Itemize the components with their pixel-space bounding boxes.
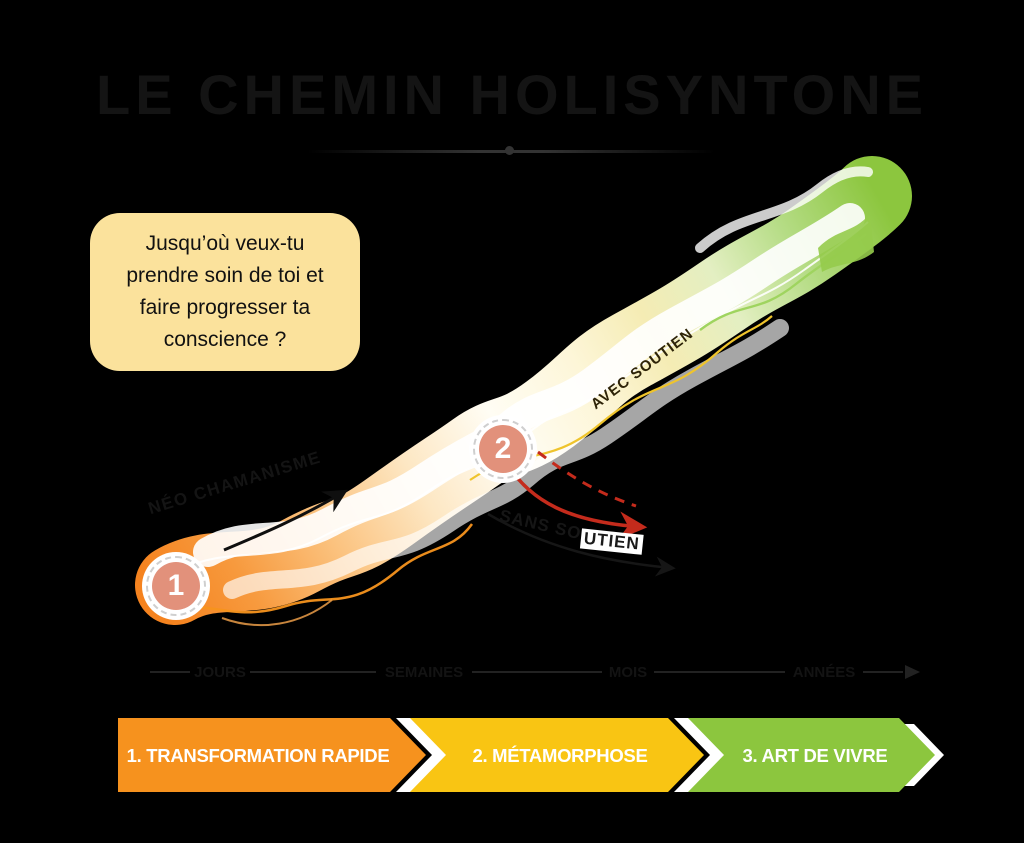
axis-tick-mois: MOIS bbox=[609, 664, 647, 681]
question-line: prendre soin de toi et bbox=[126, 264, 324, 288]
stage1-label: 1. TRANSFORMATION RAPIDE bbox=[127, 745, 390, 766]
regression-arrow-dashed bbox=[537, 450, 637, 508]
ascending-path-ribbon bbox=[135, 156, 912, 627]
question-line: Jusqu’où veux-tu bbox=[145, 232, 305, 256]
question-bubble: Jusqu’où veux-tu prendre soin de toi et … bbox=[90, 213, 360, 371]
stage-banner: 1. TRANSFORMATION RAPIDE 2. MÉTAMORPHOSE… bbox=[118, 718, 944, 792]
stage3-chevron bbox=[688, 718, 935, 792]
dashed-ring bbox=[146, 556, 206, 616]
dashed-ring bbox=[473, 419, 533, 479]
stage2-marker: 2 bbox=[469, 415, 537, 483]
stage1-chevron bbox=[118, 718, 426, 792]
axis-tick-annees: ANNÉES bbox=[793, 664, 856, 681]
stage2-number: 2 bbox=[479, 425, 527, 473]
time-axis-arrowhead bbox=[905, 665, 920, 679]
stage2-chevron bbox=[410, 718, 704, 792]
question-line: conscience ? bbox=[163, 327, 287, 351]
axis-tick-semaines: SEMAINES bbox=[385, 664, 463, 681]
axis-tick-jours: JOURS bbox=[194, 664, 246, 681]
banner-gap-3 bbox=[902, 724, 944, 786]
without-support-arrow bbox=[487, 512, 676, 577]
title-divider-ornament bbox=[505, 146, 514, 155]
stage1-number: 1 bbox=[152, 562, 200, 610]
question-line: faire progresser ta bbox=[139, 296, 311, 319]
stage2-label: 2. MÉTAMORPHOSE bbox=[472, 745, 647, 766]
stage3-label: 3. ART DE VIVRE bbox=[743, 745, 888, 766]
stage1-marker: 1 bbox=[142, 552, 210, 620]
progress-arrow bbox=[223, 489, 348, 552]
page-title: LE CHEMIN HOLISYNTONE bbox=[95, 63, 928, 126]
